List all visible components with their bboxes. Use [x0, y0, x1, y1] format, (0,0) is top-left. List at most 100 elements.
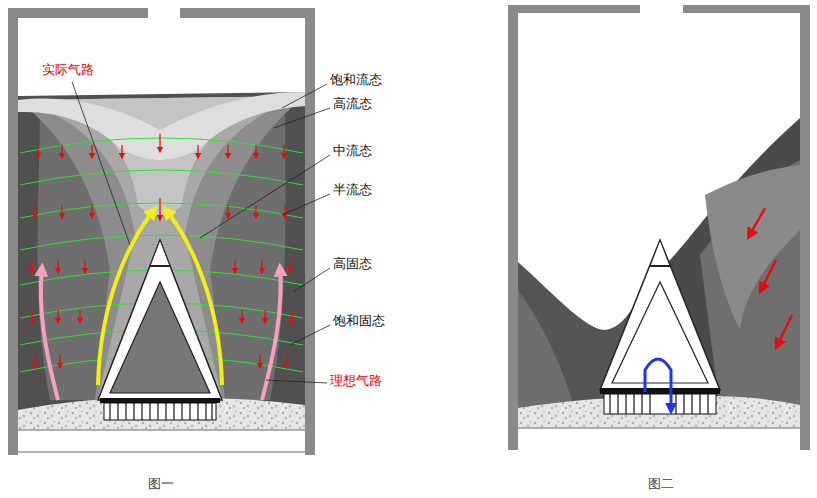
vessel-wall: [508, 5, 640, 13]
flow-arrow: [91, 145, 92, 158]
leader-line: [290, 325, 330, 345]
cone-distributor: [110, 282, 210, 393]
cone-distributor: [600, 240, 720, 390]
vessel-wall: [305, 8, 315, 455]
cone-distributor: [150, 265, 170, 267]
backflow-arrow: [645, 359, 671, 410]
vessel-floor: [518, 427, 800, 429]
flow-arrow: [121, 145, 122, 158]
actual-gas-path: [98, 210, 154, 385]
bed-layers: [18, 92, 305, 430]
pressure-contour: [20, 203, 303, 218]
flow-arrow: [34, 205, 35, 218]
vessel-wall: [8, 8, 148, 18]
state-label: 饱和流态: [330, 72, 382, 88]
flow-arrow: [234, 260, 235, 273]
flow-arrow: [259, 355, 260, 368]
flow-arrow: [776, 315, 792, 348]
flow-arrow: [264, 310, 265, 323]
flow-arrow: [241, 310, 242, 323]
vessel-floor: [18, 429, 305, 431]
flow-arrow: [255, 205, 256, 218]
gravel-bed: [18, 398, 305, 430]
callout-label: 实际气路: [42, 62, 94, 78]
flow-arrow: [261, 260, 262, 273]
cone-distributor: [98, 240, 222, 420]
flow-arrow: [91, 205, 92, 218]
leader-line: [266, 380, 327, 383]
flow-arrow: [37, 145, 38, 158]
leader-line: [293, 268, 330, 292]
cone-distributor: [150, 240, 170, 266]
ideal-gas-path: [41, 268, 281, 400]
flow-arrow: [61, 205, 62, 218]
actual-gas-path: [166, 210, 222, 385]
bed-layers: [518, 290, 575, 410]
state-label: 半流态: [333, 182, 372, 198]
bed-layers: [518, 118, 800, 410]
flow-arrow: [748, 208, 792, 348]
flow-arrow: [286, 355, 287, 368]
flow-arrow: [57, 260, 58, 273]
ideal-gas-path: [41, 268, 58, 400]
flow-arrow: [748, 208, 765, 238]
vessel-wall: [8, 8, 18, 455]
flow-arrow: [283, 145, 284, 158]
flow-arrow: [79, 310, 80, 323]
vessel-floor: [18, 430, 305, 452]
flow-arrow: [284, 205, 285, 218]
flow-arrow: [255, 145, 256, 158]
cone-distributor: [650, 240, 670, 266]
flow-arrow: [227, 205, 228, 218]
state-label: 饱和固态: [333, 313, 385, 329]
bed-layers: [18, 92, 305, 160]
flow-arrow: [61, 145, 62, 158]
figure-caption: 图一: [148, 476, 174, 492]
vessel-wall: [683, 5, 810, 13]
flow-arrow: [227, 145, 228, 158]
flow-arrow: [31, 310, 32, 323]
flow-arrow: [291, 310, 292, 323]
bed-layers: [700, 160, 800, 410]
backflow-arrow: [645, 359, 671, 410]
cone-distributor: [98, 240, 222, 400]
flow-arrow: [57, 310, 58, 323]
leader-line: [72, 82, 330, 383]
cone-distributor: [104, 403, 216, 420]
flow-arrow: [34, 355, 35, 368]
leader-line: [274, 108, 330, 128]
flow-arrow: [59, 355, 60, 368]
leader-line: [200, 155, 330, 238]
bed-layers: [18, 92, 305, 430]
vessel-wall: [508, 5, 518, 450]
flow-arrow: [289, 260, 290, 273]
vessel-wall: [800, 5, 810, 450]
cone-distributor: [610, 394, 708, 414]
leader-line: [72, 82, 130, 245]
state-label: 中流态: [333, 143, 372, 159]
state-label: 高流态: [333, 96, 372, 112]
bed-layers: [705, 165, 800, 330]
vessel-floor: [518, 427, 800, 429]
cone-distributor: [600, 388, 720, 394]
cone-distributor: [100, 398, 220, 403]
leader-line: [282, 84, 327, 108]
flow-arrow: [159, 198, 160, 220]
state-label: 高固态: [333, 256, 372, 272]
figure-caption: 图二: [648, 476, 674, 492]
flow-arrow: [159, 134, 160, 152]
vessel-wall: [8, 8, 315, 455]
cone-distributor: [110, 403, 212, 420]
vessel-floor: [18, 451, 305, 453]
vessel-wall: [180, 8, 315, 18]
leader-line: [282, 194, 330, 215]
cone-distributor: [600, 240, 720, 414]
vessel-wall: [508, 5, 810, 450]
cone-distributor: [604, 394, 716, 414]
figure-one: [8, 8, 330, 455]
flow-arrow: [31, 260, 32, 273]
cone-distributor: [650, 265, 670, 267]
